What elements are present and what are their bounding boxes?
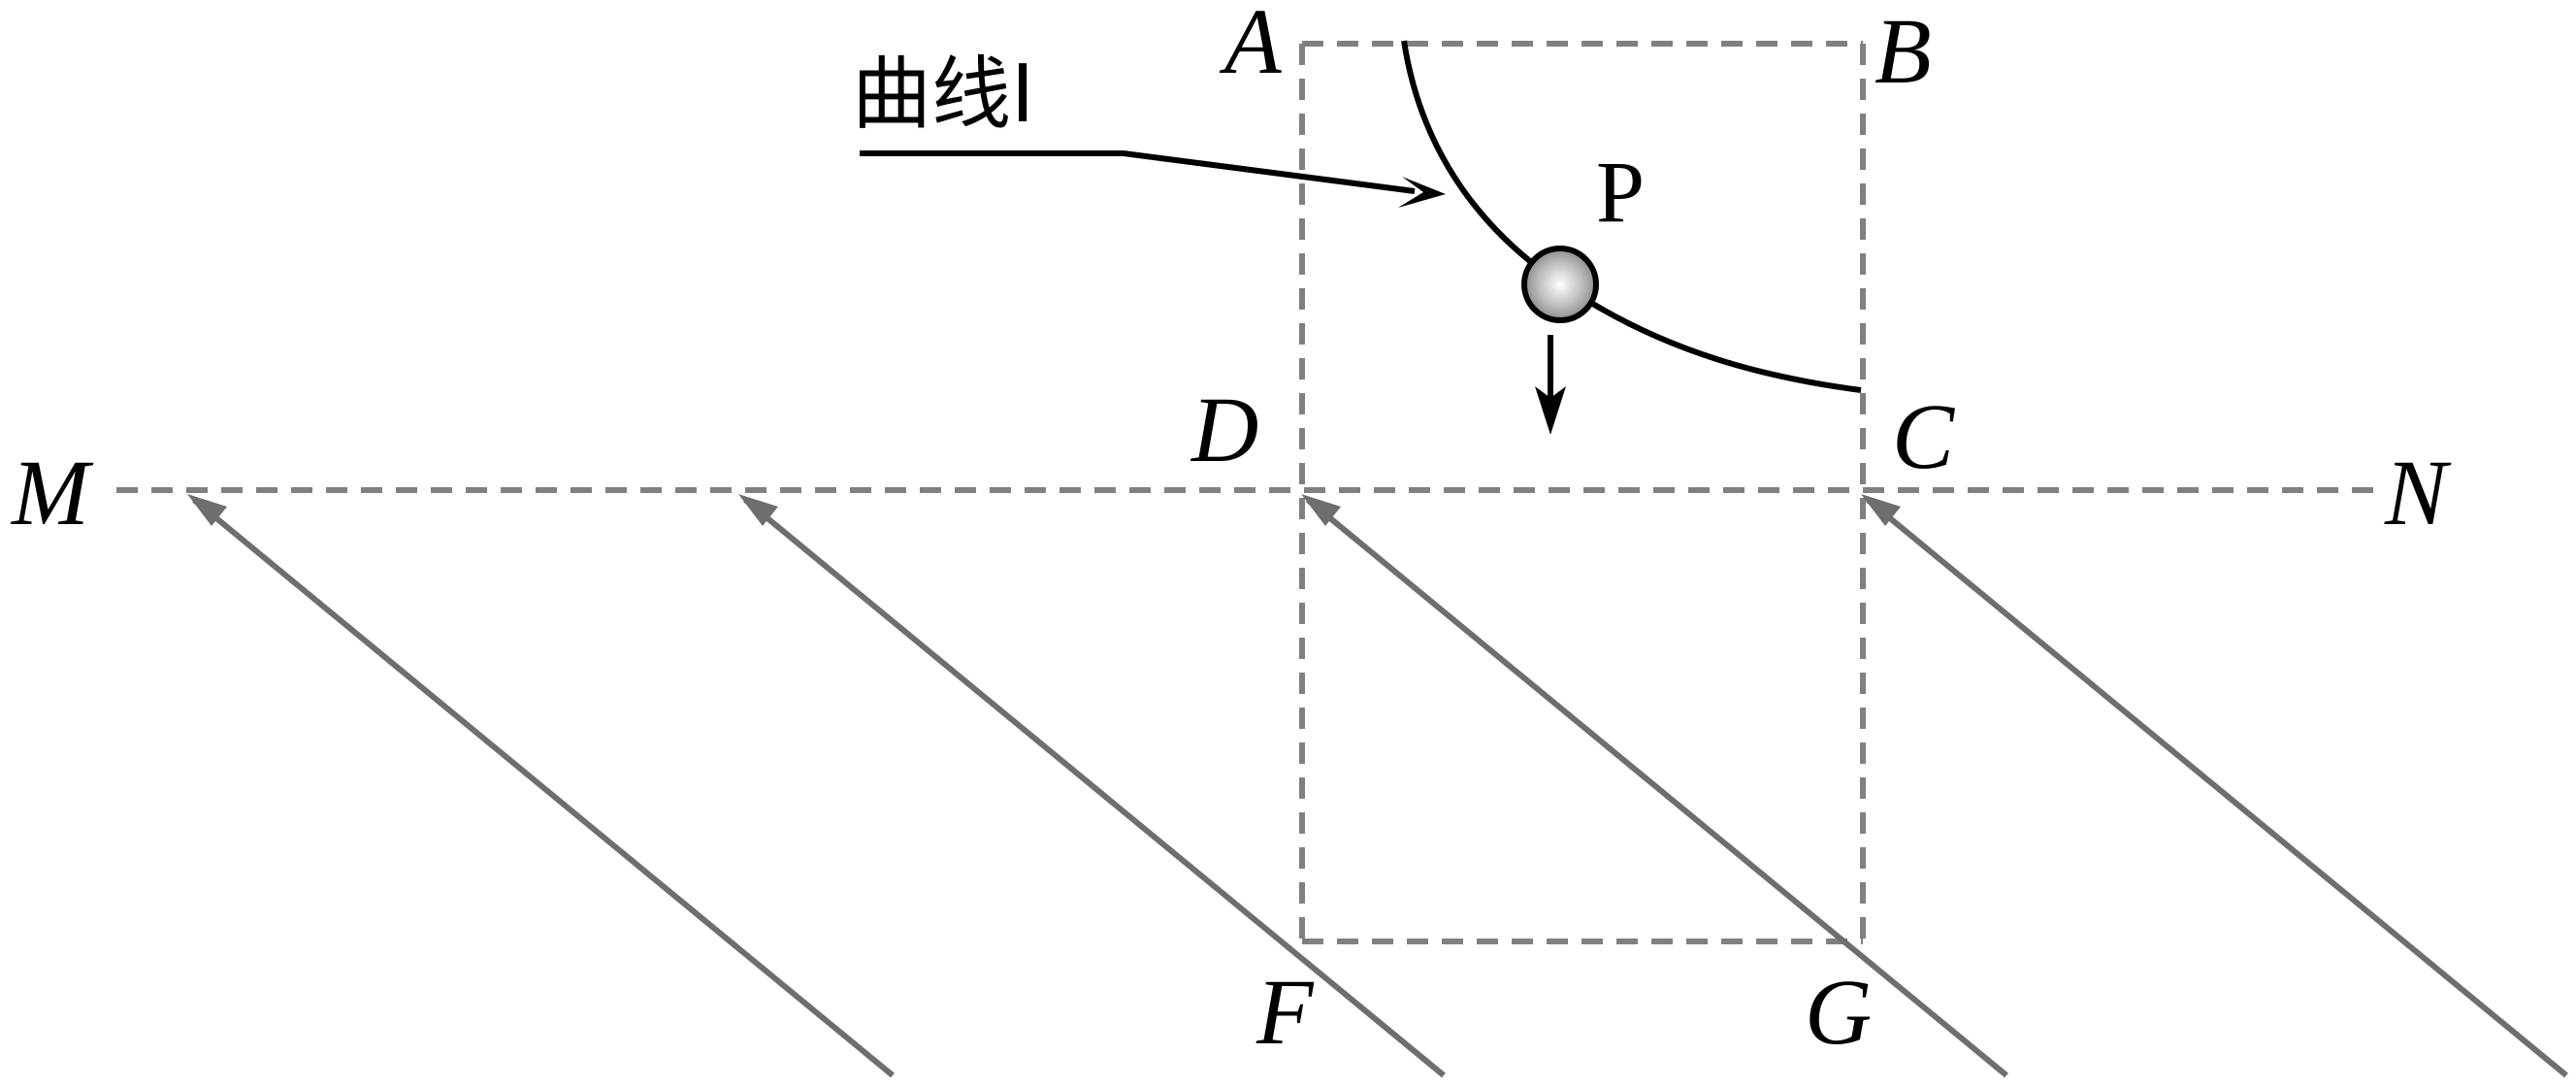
label-A: A bbox=[1219, 0, 1282, 93]
ball-P bbox=[1521, 246, 1599, 323]
arrowhead-up-left-icon bbox=[1861, 494, 1901, 526]
field-line bbox=[1301, 494, 2008, 1078]
arrowhead-up-left-icon bbox=[738, 494, 778, 526]
label-N: N bbox=[2384, 441, 2452, 544]
field-lines bbox=[187, 494, 2568, 1078]
label-M: M bbox=[10, 441, 94, 544]
arrowhead-up-left-icon bbox=[187, 494, 227, 526]
field-line bbox=[1861, 494, 2568, 1078]
dashed-rectangle bbox=[1299, 41, 1866, 944]
arrow-right-icon bbox=[1398, 177, 1446, 208]
label-F: F bbox=[1255, 960, 1315, 1064]
label-G: G bbox=[1805, 960, 1872, 1064]
label-P: P bbox=[1596, 145, 1645, 241]
label-B: B bbox=[1875, 0, 1932, 103]
field-line bbox=[738, 494, 1446, 1078]
label-D: D bbox=[1190, 378, 1258, 481]
curve-pointer bbox=[860, 150, 1446, 208]
arrow-down-icon bbox=[1535, 386, 1566, 435]
label-curve-I: 曲线I bbox=[852, 49, 1034, 141]
field-line bbox=[187, 494, 895, 1078]
velocity-arrow bbox=[1535, 335, 1566, 435]
label-C: C bbox=[1892, 384, 1955, 488]
arrowhead-up-left-icon bbox=[1301, 494, 1341, 526]
